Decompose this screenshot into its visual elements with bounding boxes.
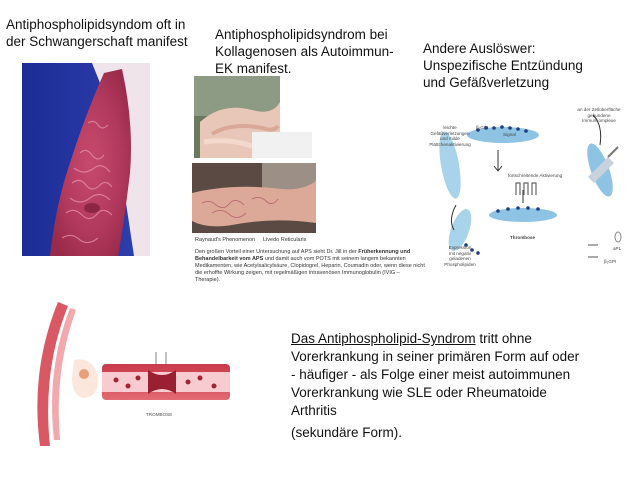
diagram-b2gpi-label: β₂GPI bbox=[476, 125, 489, 130]
aps-link[interactable]: Das Antiphospholipid-Syndrom bbox=[291, 331, 476, 346]
legend-b2gpi: β₂GPI bbox=[604, 259, 617, 264]
main-paragraph: Das Antiphospholipid-Syndrom tritt ohne … bbox=[291, 331, 580, 418]
apl-mechanism-diagram: an der Zelloberfläche gebundene Immunkom… bbox=[428, 95, 628, 290]
diagram-progress-label: fortschreitende Aktivierung bbox=[508, 173, 563, 178]
diagram-top-label: an der Zelloberfläche gebundene Immunkom… bbox=[577, 107, 621, 124]
diagram-signal-label: Signal bbox=[503, 132, 516, 137]
livedo-arm-photo bbox=[22, 63, 150, 256]
photo-panel-text: Den großen Vorteil einer Untersuchung au… bbox=[195, 249, 425, 283]
diagram-bottom-label: Expression mit negativ geladenen Phospho… bbox=[444, 245, 476, 267]
caption-triggers: Andere Auslöswer: Unspezifische Entzündu… bbox=[423, 41, 583, 90]
thrombosis-vessel-illustration: TROMBOSE bbox=[28, 300, 242, 448]
livedo-leg-photo bbox=[192, 163, 316, 233]
vessel-label: TROMBOSE bbox=[146, 412, 173, 417]
livedo-label: Livedo Reticularis bbox=[263, 237, 307, 243]
raynaud-label: Raynaud's Phenomenon bbox=[195, 237, 256, 243]
legend-apl: aPL bbox=[613, 246, 622, 251]
diagram-thrombosis-label: Thrombose bbox=[510, 235, 536, 240]
diagram-left-label: leichte Gefäßverletzungen und milde Plät… bbox=[429, 125, 471, 147]
caption-pregnancy: Antiphospholipidsyndom oft in der Schwan… bbox=[6, 17, 188, 49]
caption-collagenoses: Antiphospholipidsyndrom bei Kollagenosen… bbox=[215, 27, 394, 76]
raynaud-hands-photo bbox=[192, 72, 322, 172]
main-paragraph-closing: (sekundäre Form). bbox=[291, 425, 403, 440]
